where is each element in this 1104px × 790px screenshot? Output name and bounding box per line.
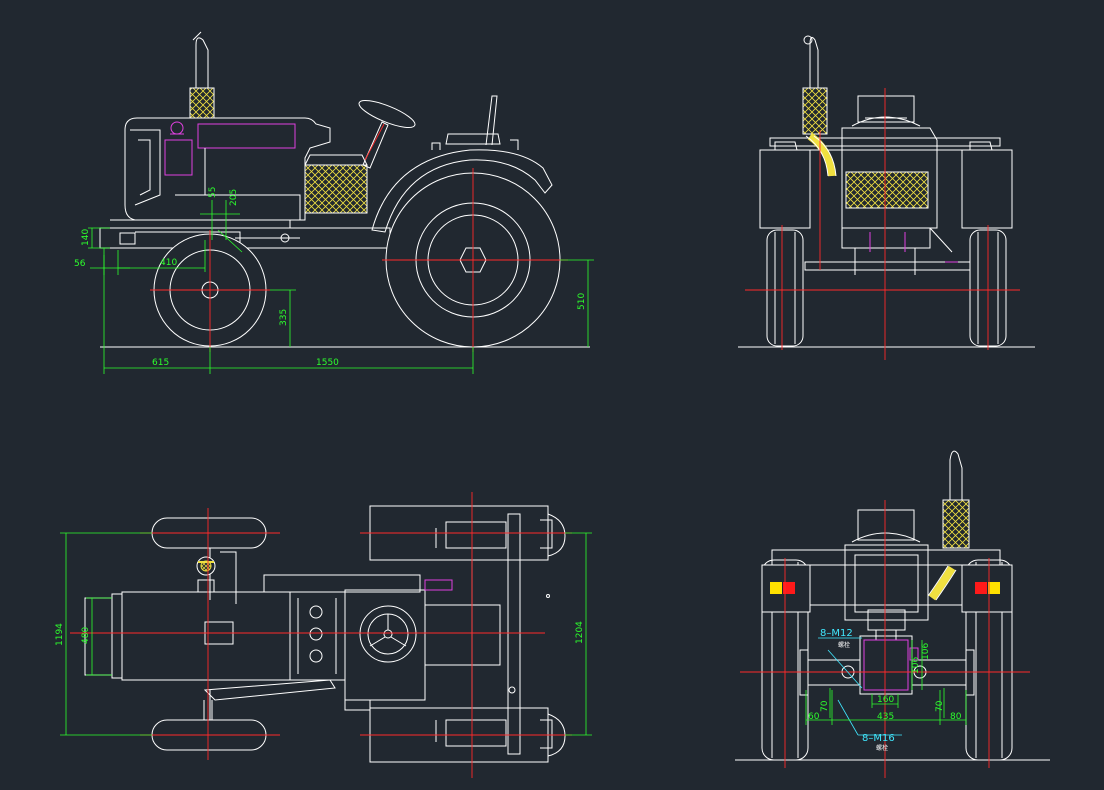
- label-note-a: 螺栓: [838, 641, 850, 649]
- dim-56: 56: [74, 259, 86, 269]
- dim-510: 510: [577, 293, 587, 310]
- dim-480: 480: [81, 627, 91, 644]
- dim-70-left: 70: [820, 700, 830, 712]
- dim-140: 140: [81, 229, 91, 246]
- label-8-m16: 8–M16: [862, 733, 895, 744]
- rear-dimensions: 160 435 60 80 70 70 106 106: [805, 640, 967, 725]
- dim-106-right: 106: [921, 643, 931, 660]
- front-left-wheel: [759, 141, 811, 347]
- front-exhaust-pipe: [802, 35, 837, 177]
- rear-annotations: 8–M12 螺栓 8–M16 螺栓: [818, 628, 902, 752]
- top-dimensions: 1194 480 1204: [55, 532, 592, 736]
- dim-615: 615: [152, 358, 169, 368]
- rear-pto: [799, 635, 975, 696]
- side-view: 140 56 410 55 205 335 510: [74, 31, 594, 374]
- front-view: [738, 35, 1035, 360]
- dim-106-left: 106: [911, 657, 921, 674]
- side-rear-wheel: [382, 168, 568, 352]
- side-battery-box: [304, 164, 368, 214]
- dim-410: 410: [160, 258, 177, 268]
- top-engine: [84, 574, 421, 681]
- dim-55: 55: [208, 187, 218, 198]
- rear-fenders: [761, 549, 1013, 613]
- top-view: 1194 480 1204: [55, 492, 592, 778]
- front-exhaust-bend: [807, 132, 836, 177]
- dim-60: 60: [808, 712, 820, 722]
- side-muffler-hatch: [189, 87, 215, 119]
- rear-left-lamp-amber: [770, 582, 782, 594]
- front-grille-hatch: [845, 171, 929, 209]
- rear-exhaust-pipe: [927, 450, 970, 601]
- side-chassis: [99, 219, 391, 249]
- side-steering: [358, 100, 416, 169]
- rear-right-lamp-amber: [988, 582, 1000, 594]
- side-front-wheel: [150, 230, 270, 352]
- label-8-m12: 8–M12: [820, 628, 853, 639]
- front-body: [769, 95, 1001, 275]
- dim-435: 435: [877, 712, 894, 722]
- rear-muffler-hatch: [942, 499, 970, 549]
- side-exhaust-pipe: [189, 31, 215, 119]
- dim-205: 205: [229, 189, 239, 206]
- rear-left-lamp-red: [783, 582, 795, 594]
- dim-70-right: 70: [935, 700, 945, 712]
- dim-1550: 1550: [316, 358, 339, 368]
- rear-view: 8–M12 螺栓 8–M16 螺栓 160 435 60 80 70 70 10: [735, 450, 1050, 778]
- side-hood: [124, 117, 331, 221]
- top-rear-wheels: [369, 505, 566, 763]
- dim-1194: 1194: [55, 623, 65, 646]
- dim-80: 80: [950, 712, 962, 722]
- front-right-wheel: [961, 141, 1013, 347]
- dim-335: 335: [279, 309, 289, 326]
- top-transmission: [344, 579, 501, 711]
- label-note-b: 螺栓: [876, 744, 888, 752]
- side-dimensions: 140 56 410 55 205 335 510: [74, 187, 594, 374]
- front-muffler-hatch: [802, 87, 828, 135]
- dim-160: 160: [877, 695, 894, 705]
- rear-body: [810, 509, 962, 641]
- side-seat: [431, 95, 519, 150]
- dim-1204: 1204: [575, 621, 585, 644]
- rear-right-lamp-red: [975, 582, 987, 594]
- rear-exhaust-bend: [928, 565, 956, 601]
- side-rear-fender: [371, 149, 553, 233]
